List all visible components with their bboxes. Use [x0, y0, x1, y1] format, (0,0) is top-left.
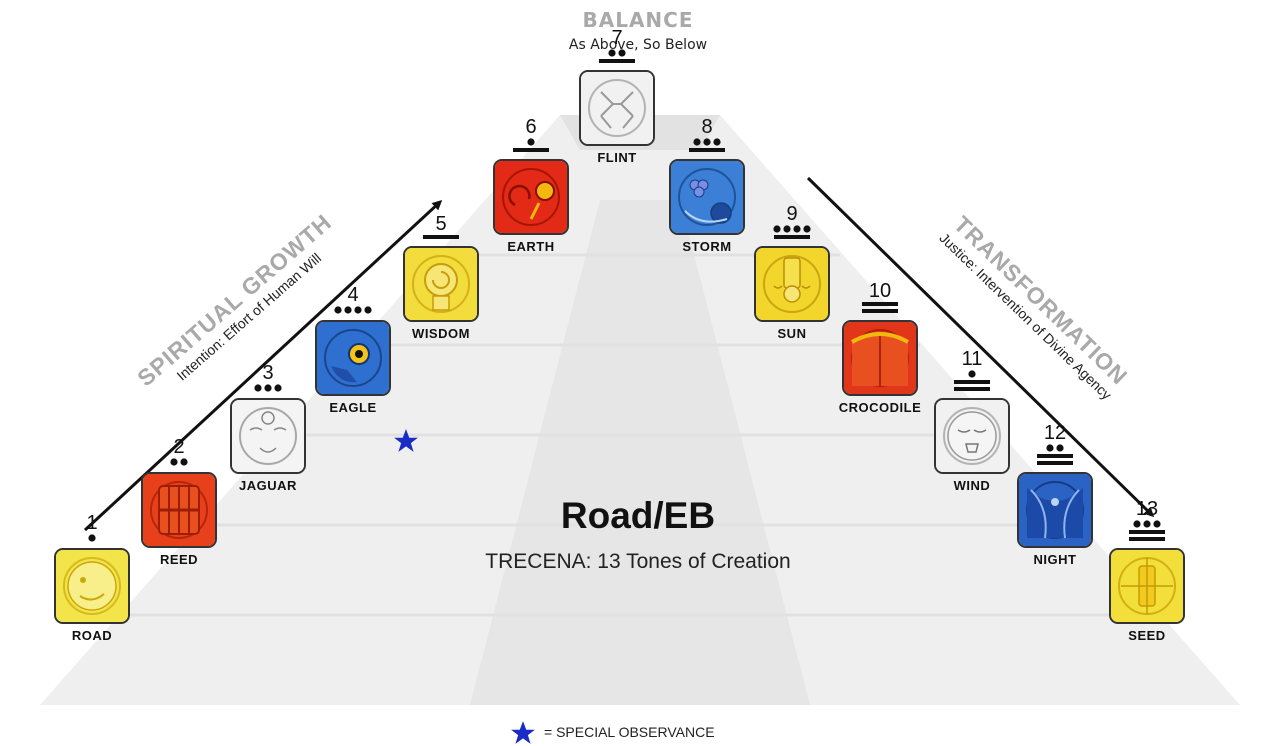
tone-dot-bar-marks [399, 235, 483, 244]
glyph-tile [934, 398, 1010, 474]
tone-number: 5 [435, 213, 447, 235]
day-sign-label: ROAD [71, 628, 113, 643]
legend-text: = SPECIAL OBSERVANCE [544, 724, 715, 740]
day-sign-label: REED [159, 552, 199, 567]
tone-number: 11 [961, 348, 983, 370]
wind-glyph-icon [936, 400, 1008, 472]
seed-glyph-icon [1111, 550, 1183, 622]
tone-number: 12 [1043, 422, 1067, 444]
day-sign-label: SEED [1128, 628, 1166, 643]
tone-dot-bar-marks [50, 534, 134, 546]
day-sign-label: JAGUAR [239, 478, 297, 493]
reed-glyph-icon [143, 474, 215, 546]
glyph-tile [1109, 548, 1185, 624]
tone-dot-bar-marks [226, 384, 310, 396]
tone-dot-bar-marks [1105, 520, 1189, 546]
tone-number: 10 [868, 280, 892, 302]
tone-dot-bar-marks [489, 138, 573, 157]
glyph-tile [403, 246, 479, 322]
day-sign-label: EAGLE [329, 400, 377, 415]
tone-dot-bar-marks [930, 370, 1014, 396]
wisdom-glyph-icon [405, 248, 477, 320]
flint-glyph-icon [581, 72, 653, 144]
tone-number: 9 [786, 203, 798, 225]
storm-glyph-icon [671, 161, 743, 233]
tone-number: 8 [701, 116, 713, 138]
jaguar-glyph-icon [232, 400, 304, 472]
day-sign-label: EARTH [507, 239, 555, 254]
tone-number: 6 [525, 116, 537, 138]
tone-number: 4 [347, 284, 359, 306]
tone-number: 1 [86, 512, 98, 534]
tone-number: 3 [262, 362, 274, 384]
day-sign-label: WISDOM [412, 326, 470, 341]
glyph-tile [842, 320, 918, 396]
night-glyph-icon [1019, 474, 1091, 546]
tone-dot-bar-marks [575, 49, 659, 68]
tone-dot-bar-marks [1013, 444, 1097, 470]
tone-dot-bar-marks [665, 138, 749, 157]
day-sign-label: SUN [777, 326, 807, 341]
glyph-tile [315, 320, 391, 396]
special-observance-star-icon [394, 429, 418, 452]
earth-glyph-icon [495, 161, 567, 233]
crocodile-glyph-icon [844, 322, 916, 394]
balance-title: BALANCE [582, 8, 694, 32]
eagle-glyph-icon [317, 322, 389, 394]
glyph-tile [141, 472, 217, 548]
glyph-tile [754, 246, 830, 322]
transformation-arrow [806, 176, 1155, 518]
day-sign-label: WIND [953, 478, 991, 493]
glyph-tile [1017, 472, 1093, 548]
glyph-tile [230, 398, 306, 474]
glyph-tile [54, 548, 130, 624]
tone-dot-bar-marks [311, 306, 395, 318]
tone-number: 13 [1135, 498, 1159, 520]
glyph-tile [579, 70, 655, 146]
tone-dot-bar-marks [838, 302, 922, 318]
day-sign-label: STORM [682, 239, 732, 254]
sun-glyph-icon [756, 248, 828, 320]
tone-dot-bar-marks [750, 225, 834, 244]
center-title: Road/EB [560, 495, 716, 536]
road-glyph-icon [56, 550, 128, 622]
day-sign-label: FLINT [597, 150, 637, 165]
day-sign-label: CROCODILE [838, 400, 922, 415]
center-subtitle: TRECENA: 13 Tones of Creation [485, 550, 791, 573]
glyph-tile [493, 159, 569, 235]
glyph-tile [669, 159, 745, 235]
balance-subtitle: As Above, So Below [568, 37, 708, 53]
tone-dot-bar-marks [137, 458, 221, 470]
tone-number: 7 [611, 27, 623, 49]
day-sign-label: NIGHT [1033, 552, 1077, 567]
legend-star-icon [511, 721, 535, 744]
tone-number: 2 [173, 436, 185, 458]
